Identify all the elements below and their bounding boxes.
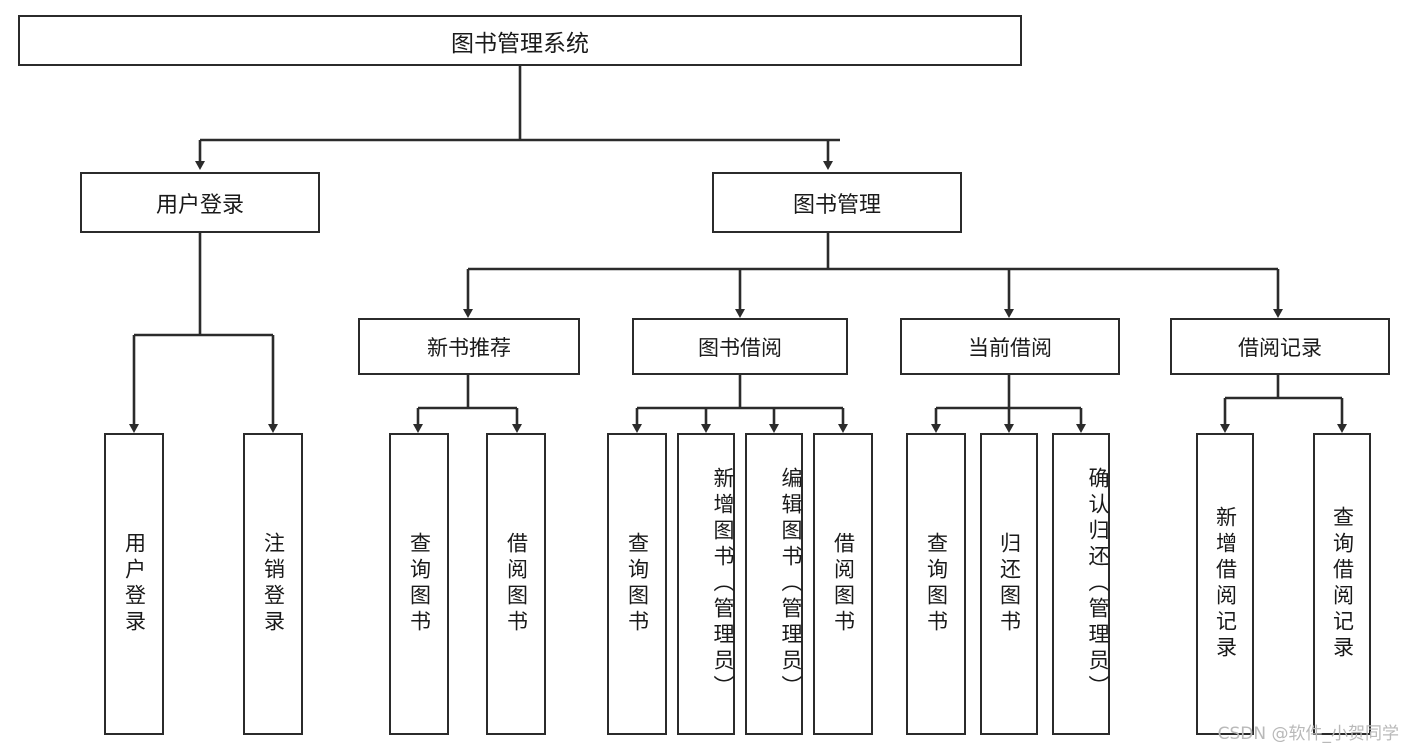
leaf-query-book-borrow-label: 查询图书 (625, 532, 650, 636)
node-book-management-label: 图书管理 (792, 192, 881, 218)
node-root-label: 图书管理系统 (451, 30, 589, 57)
node-current-borrow-label: 当前借阅 (968, 335, 1052, 360)
node-user-login[interactable]: 用户登录 (80, 172, 320, 233)
leaf-borrow-book-recommend[interactable]: 借阅图书 (486, 433, 546, 735)
node-new-book-recommend[interactable]: 新书推荐 (358, 318, 580, 375)
leaf-confirm-return-admin-label: 确认归还（管理员） (1086, 467, 1110, 701)
leaf-query-book-recommend-label: 查询图书 (407, 532, 432, 636)
node-borrow-record-label: 借阅记录 (1238, 335, 1322, 360)
node-book-management[interactable]: 图书管理 (712, 172, 962, 233)
leaf-add-borrow-record[interactable]: 新增借阅记录 (1196, 433, 1254, 735)
leaf-query-book-current-label: 查询图书 (924, 532, 949, 636)
node-user-login-label: 用户登录 (155, 192, 244, 218)
node-book-borrow[interactable]: 图书借阅 (632, 318, 848, 375)
leaf-return-book-label: 归还图书 (997, 532, 1022, 636)
leaf-add-book-admin-label: 新增图书（管理员） (711, 467, 735, 701)
node-current-borrow[interactable]: 当前借阅 (900, 318, 1120, 375)
leaf-query-book-current[interactable]: 查询图书 (906, 433, 966, 735)
leaf-query-book-borrow[interactable]: 查询图书 (607, 433, 667, 735)
leaf-query-borrow-record[interactable]: 查询借阅记录 (1313, 433, 1371, 735)
leaf-confirm-return-admin[interactable]: 确认归还（管理员） (1052, 433, 1110, 735)
watermark: CSDN @软件_小贺同学 (1217, 724, 1399, 744)
leaf-user-login[interactable]: 用户登录 (104, 433, 164, 735)
node-book-borrow-label: 图书借阅 (698, 335, 782, 360)
leaf-add-book-admin[interactable]: 新增图书（管理员） (677, 433, 735, 735)
leaf-borrow-book-label: 借阅图书 (831, 532, 856, 636)
node-new-book-recommend-label: 新书推荐 (427, 335, 511, 360)
leaf-query-borrow-record-label: 查询借阅记录 (1330, 506, 1355, 662)
node-root[interactable]: 图书管理系统 (18, 15, 1022, 66)
node-borrow-record[interactable]: 借阅记录 (1170, 318, 1390, 375)
leaf-query-book-recommend[interactable]: 查询图书 (389, 433, 449, 735)
leaf-return-book[interactable]: 归还图书 (980, 433, 1038, 735)
leaf-add-borrow-record-label: 新增借阅记录 (1213, 506, 1238, 662)
leaf-logout[interactable]: 注销登录 (243, 433, 303, 735)
leaf-logout-label: 注销登录 (261, 532, 286, 636)
leaf-user-login-label: 用户登录 (122, 532, 147, 636)
leaf-edit-book-admin[interactable]: 编辑图书（管理员） (745, 433, 803, 735)
leaf-borrow-book[interactable]: 借阅图书 (813, 433, 873, 735)
leaf-edit-book-admin-label: 编辑图书（管理员） (779, 467, 803, 701)
leaf-borrow-book-recommend-label: 借阅图书 (504, 532, 529, 636)
